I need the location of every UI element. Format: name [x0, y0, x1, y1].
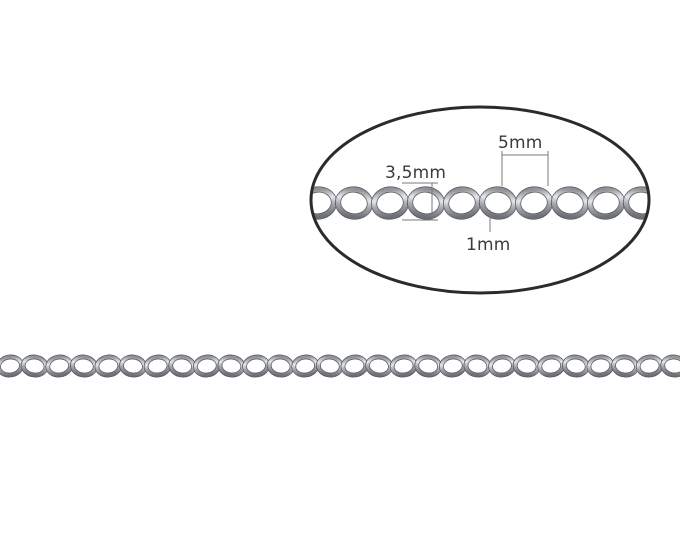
chain-link	[143, 354, 172, 378]
chain-link	[370, 186, 410, 220]
chain-link	[660, 354, 680, 378]
chain-link	[442, 186, 482, 220]
chain-link	[586, 186, 626, 220]
chain-link	[622, 186, 649, 220]
chain-link	[242, 354, 270, 378]
chain-link	[315, 354, 344, 378]
chain-link	[586, 354, 615, 378]
chain-link	[334, 186, 374, 220]
link-width-label: 3,5mm	[385, 163, 446, 183]
chain-link	[512, 354, 541, 378]
chain-link	[311, 186, 338, 220]
chain-link	[0, 354, 24, 378]
chain-link	[45, 354, 74, 378]
chain-link	[561, 354, 590, 378]
zoom-inset	[309, 105, 651, 295]
chain-link	[514, 186, 554, 220]
chain-link	[414, 354, 443, 378]
chain-link	[550, 186, 590, 220]
chain-link	[438, 354, 467, 378]
chain-link	[94, 354, 123, 378]
chain-link	[463, 354, 492, 378]
chain-link	[389, 354, 418, 378]
chain-link	[217, 354, 246, 378]
wire-thickness-label: 1mm	[466, 235, 511, 255]
chain-link	[291, 354, 320, 378]
chain-link	[365, 354, 393, 378]
chain-link	[192, 354, 221, 378]
chain-link	[537, 354, 566, 378]
dimension-guides	[402, 151, 549, 232]
chain-link	[340, 354, 369, 378]
chain-link	[168, 354, 197, 378]
chain-link	[266, 354, 295, 378]
chain-link	[488, 354, 516, 378]
chain-link	[635, 354, 664, 378]
chain-link	[119, 354, 147, 378]
zoom-inset-border	[309, 105, 651, 295]
chain-link	[611, 354, 639, 378]
chain-link	[406, 186, 446, 220]
chain-link	[20, 354, 49, 378]
chain-link	[478, 186, 518, 220]
chain-strand	[0, 354, 680, 378]
zoom-chain-strand	[311, 186, 649, 220]
chain-link	[69, 354, 98, 378]
link-length-label: 5mm	[498, 133, 543, 153]
